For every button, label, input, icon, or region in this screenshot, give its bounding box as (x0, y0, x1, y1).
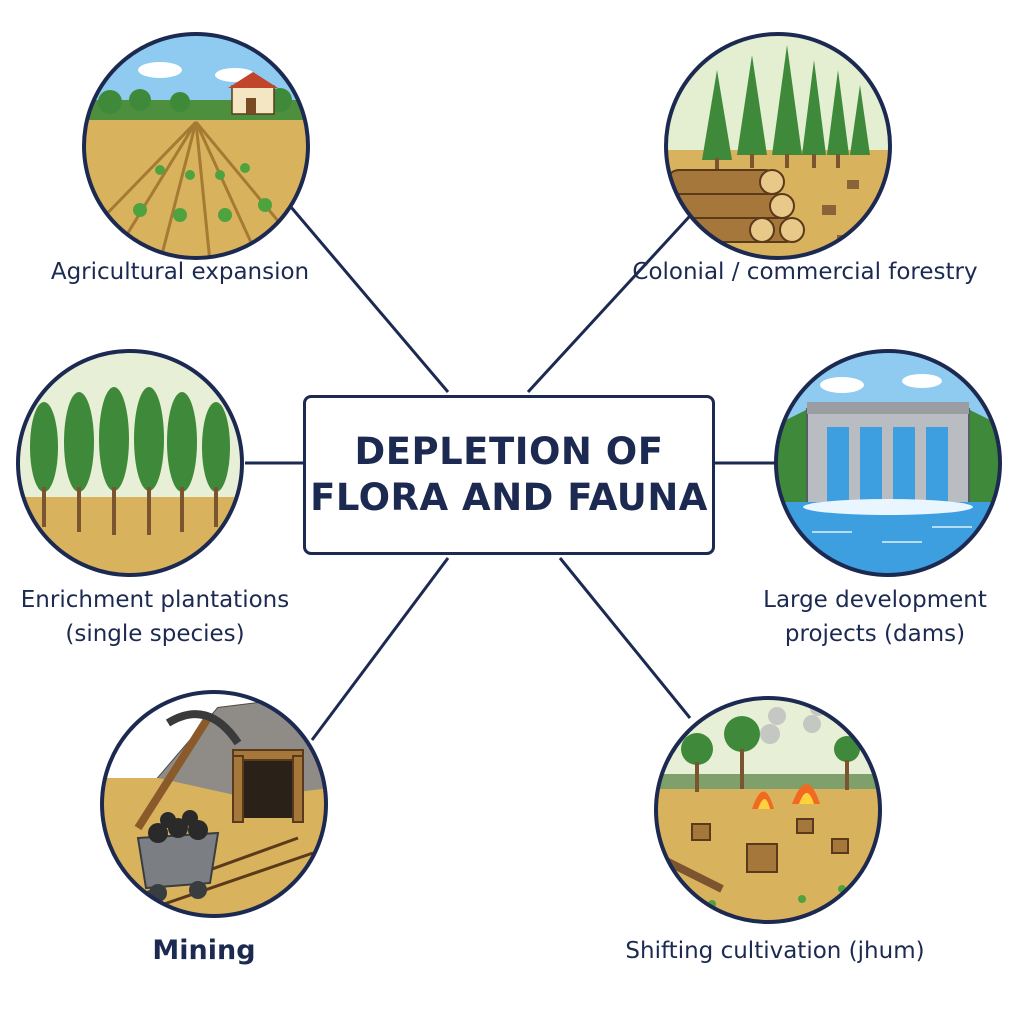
label-dams-line-2: projects (dams) (784, 621, 966, 647)
label-forestry-line-1: Colonial / commercial forestry (632, 259, 978, 285)
central-topic-line-2: FLORA AND FAUNA (310, 476, 708, 519)
slash-and-burn-icon (654, 696, 882, 924)
label-agriculture: Agricultural expansion (20, 255, 340, 289)
tree-plantation-icon (16, 349, 244, 577)
label-jhum: Shifting cultivation (jhum) (600, 934, 950, 968)
label-plantations: Enrichment plantations (single species) (0, 583, 310, 651)
dam-icon (774, 349, 1002, 577)
label-agriculture-line-1: Agricultural expansion (50, 259, 310, 285)
label-jhum-line-1: Shifting cultivation (jhum) (625, 938, 925, 964)
label-plantations-line-2: (single species) (65, 621, 245, 647)
label-forestry: Colonial / commercial forestry (620, 255, 990, 289)
central-topic-line-1: DEPLETION OF (354, 430, 664, 473)
mine-cart-icon (100, 690, 328, 918)
label-mining-line-1: Mining (152, 935, 256, 966)
logged-forest-icon (664, 32, 892, 260)
farm-field-icon (82, 32, 310, 260)
label-dams-line-1: Large development (763, 587, 987, 613)
connector-jhum (558, 557, 692, 719)
label-mining: Mining (104, 934, 304, 968)
connector-agriculture (283, 199, 450, 393)
central-topic-box: DEPLETION OF FLORA AND FAUNA (303, 395, 715, 555)
label-plantations-line-1: Enrichment plantations (20, 587, 290, 613)
connector-forestry (526, 203, 702, 394)
connector-mining (310, 557, 450, 741)
label-dams: Large development projects (dams) (740, 583, 1010, 651)
